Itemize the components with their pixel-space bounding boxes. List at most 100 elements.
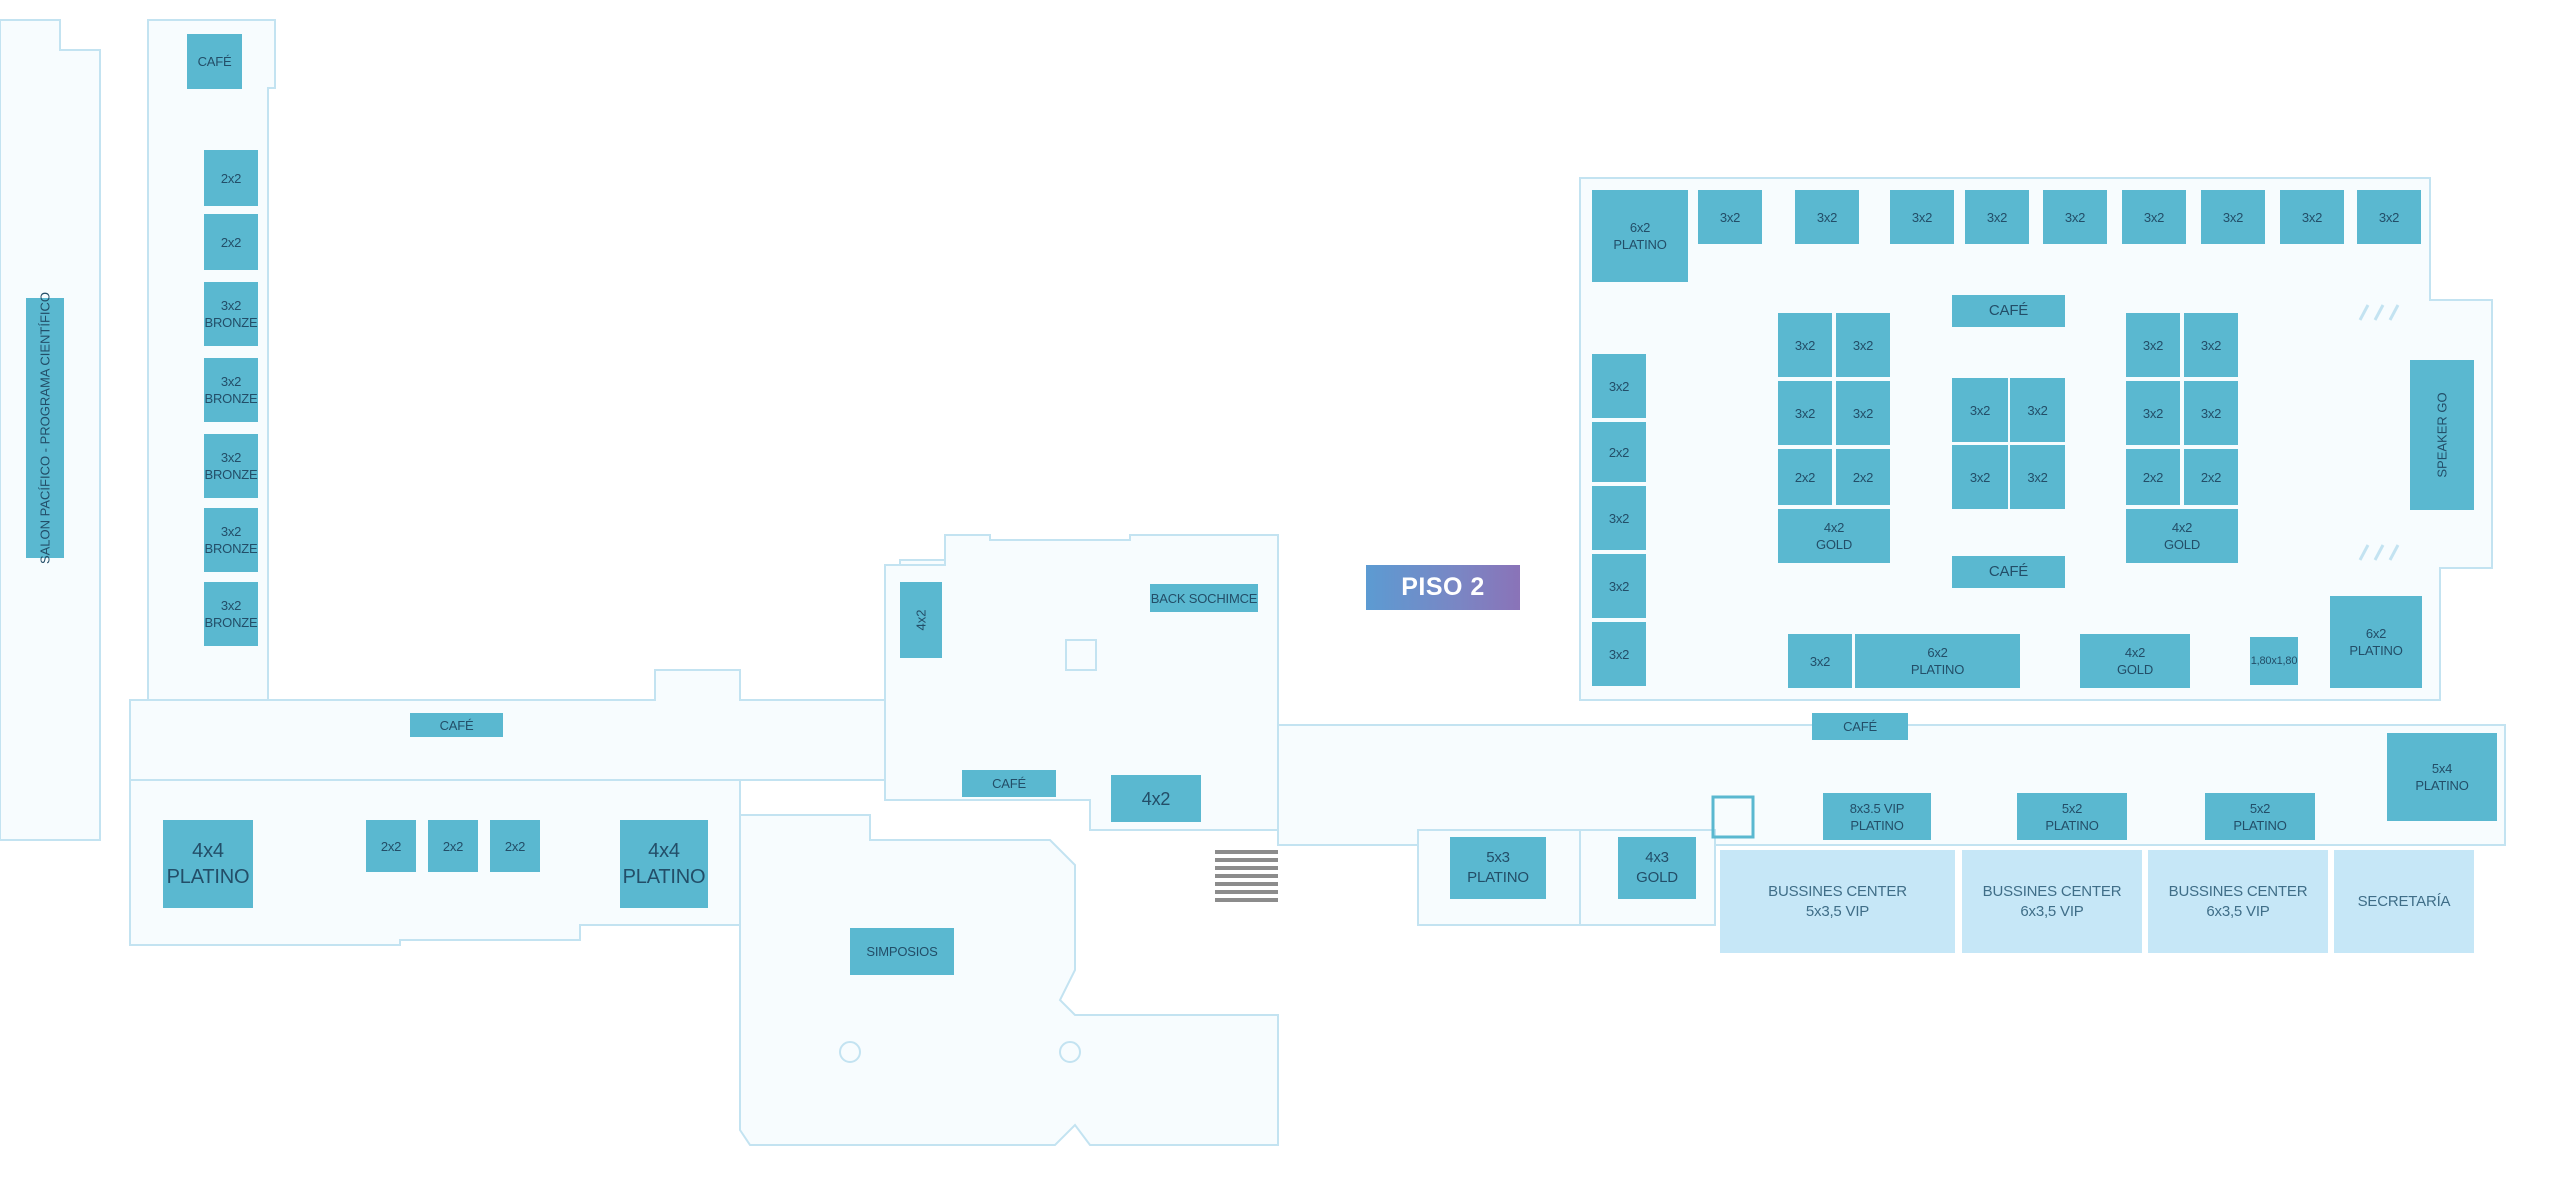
booth-cafe-mid[interactable]: CAFÉ [962,770,1056,797]
booth-cafe-bottom[interactable]: CAFÉ [1812,713,1908,740]
booth-label: 3x2 [220,374,242,389]
booth-island-right-3[interactable]: 3x2 [2126,381,2180,445]
booth-label: 4x2 [913,609,929,631]
booth-2x2-d[interactable]: 2x2 [428,820,478,872]
booth-center-2[interactable]: 3x2 [2010,378,2065,442]
booth-island-right-1[interactable]: 3x2 [2126,313,2180,377]
booth-center-3[interactable]: 3x2 [1952,445,2008,509]
booth-label: 3x2 [1608,378,1630,394]
booth-label: CAFÉ [992,776,1026,791]
booth-label: 2x2 [1608,444,1630,460]
booth-3x2-west-1[interactable]: 3x2 [1592,354,1646,418]
booth-label: SECRETARÍA [2357,892,2451,910]
booth-label: 2x2 [2200,469,2222,485]
booth-label: 3x2 [220,524,242,539]
booth-island-left-4[interactable]: 3x2 [1836,381,1890,445]
booth-center-4[interactable]: 3x2 [2010,445,2065,509]
booth-island-right-6[interactable]: 2x2 [2184,449,2238,505]
booth-island-right-2[interactable]: 3x2 [2184,313,2238,377]
booth-label: PLATINO [166,866,250,888]
booth-3x2-west-5[interactable]: 3x2 [1592,622,1646,686]
booth-3x2-top-9[interactable]: 3x2 [2357,190,2421,244]
booth-island-left-5[interactable]: 2x2 [1778,449,1832,505]
booth-3x2-top-5[interactable]: 3x2 [2043,190,2107,244]
booth-1-80x1-80[interactable]: 1,80x1,80 [2250,637,2298,685]
booth-label: 3x2 [2142,405,2164,421]
booth-label: 6x3,5 VIP [2206,902,2270,920]
booth-label: BUSSINES CENTER [1768,882,1907,900]
booth-2x2-e[interactable]: 2x2 [490,820,540,872]
booth-island-left-1[interactable]: 3x2 [1778,313,1832,377]
booth-3x2-top-1[interactable]: 3x2 [1698,190,1762,244]
salon-pacifico-label[interactable]: SALON PACÍFICO - PROGRAMA CIENTÍFICO [26,292,64,564]
booth-label: 4x3 [1645,849,1669,866]
booth-cafe-top[interactable]: CAFÉ [187,34,242,89]
booth-4x2-vertical[interactable]: 4x2 [900,582,942,658]
booth-2x2-b[interactable]: 2x2 [204,214,258,270]
booth-label: 4x2 [2124,645,2146,660]
booth-label: 3x2 [1608,646,1630,662]
booth-2x2-a[interactable]: 2x2 [204,150,258,206]
booth-label: 4x2 [1823,520,1845,535]
booth-label: 3x2 [1719,209,1741,225]
booth-3x2-west-4[interactable]: 3x2 [1592,554,1646,618]
central-hall [884,534,1279,831]
booth-3x2-top-7[interactable]: 3x2 [2201,190,2265,244]
booth-3x2-top-8[interactable]: 3x2 [2280,190,2344,244]
booth-cafe-inner-bottom[interactable]: CAFÉ [1952,556,2065,588]
booth-3x2-bottom[interactable]: 3x2 [1788,634,1852,688]
booth-island-right-4[interactable]: 3x2 [2184,381,2238,445]
booth-label: 1,80x1,80 [2250,654,2298,667]
booth-cafe-corridor[interactable]: CAFÉ [410,713,503,737]
booth-3x2-top-4[interactable]: 3x2 [1965,190,2029,244]
booth-island-right-5[interactable]: 2x2 [2126,449,2180,505]
booth-island-left-2[interactable]: 3x2 [1836,313,1890,377]
stairs-icon [1215,850,1278,902]
booth-label: 3x2 [2142,337,2164,353]
booth-island-left-3[interactable]: 3x2 [1778,381,1832,445]
booth-label: 6x3,5 VIP [2020,902,2084,920]
booth-4x2[interactable]: 4x2 [1111,775,1201,822]
booth-label: 5x3 [1486,849,1510,866]
booth-2x2-west-2[interactable]: 2x2 [1592,422,1646,482]
booth-label: 2x2 [1852,469,1874,485]
booth-2x2-c[interactable]: 2x2 [366,820,416,872]
booth-island-left-6[interactable]: 2x2 [1836,449,1890,505]
booth-3x2-top-2[interactable]: 3x2 [1795,190,1859,244]
booth-label: BACK SOCHIMCE [1150,590,1258,606]
room-simposios[interactable]: SIMPOSIOS [850,928,954,975]
booth-cafe-inner-top[interactable]: CAFÉ [1952,295,2065,327]
speaker-go-area[interactable]: SPEAKER GO [2410,360,2474,510]
booth-back-sochimce[interactable]: BACK SOCHIMCE [1150,584,1258,612]
floor-label-piso-2: PISO 2 [1366,565,1520,610]
booth-label: SIMPOSIOS [866,944,938,959]
booth-center-1[interactable]: 3x2 [1952,378,2008,442]
booth-3x2-west-3[interactable]: 3x2 [1592,486,1646,550]
booth-3x2-top-3[interactable]: 3x2 [1890,190,1954,244]
secretaria-room[interactable]: SECRETARÍA [2334,850,2474,953]
booth-3x2-top-6[interactable]: 3x2 [2122,190,2186,244]
